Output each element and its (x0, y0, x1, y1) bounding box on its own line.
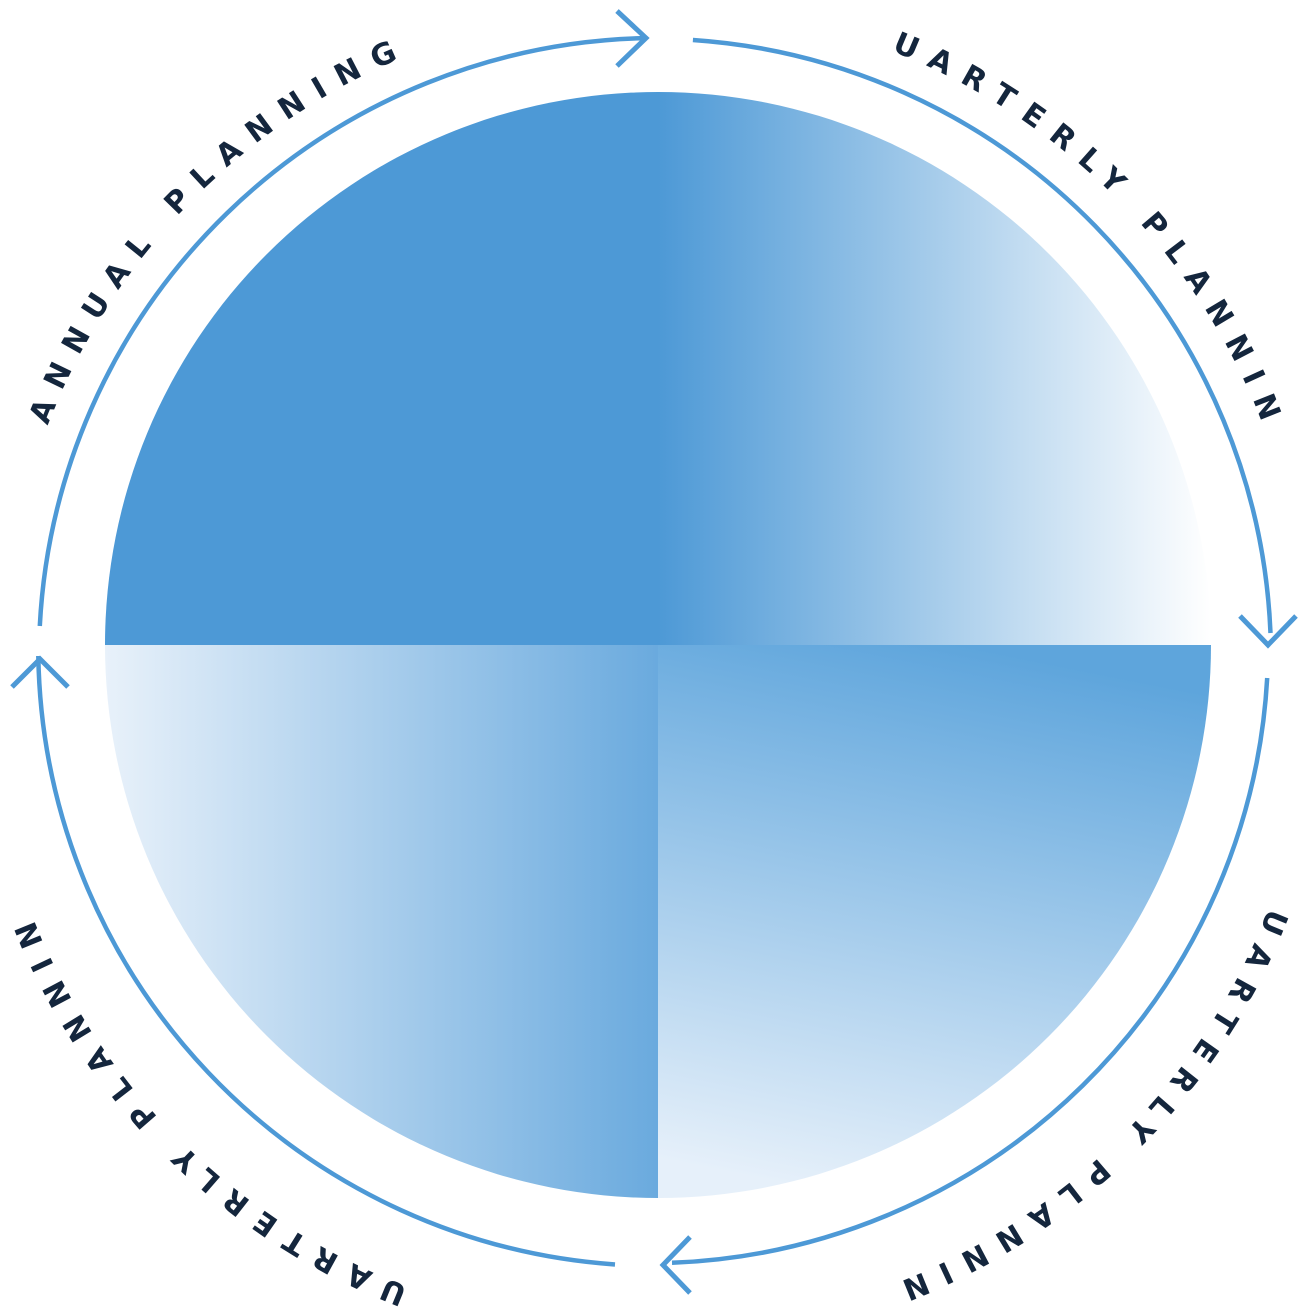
arrow-left-icon (659, 1235, 692, 1295)
quadrant-top-right (658, 92, 1211, 645)
cycle-arc-top-left (37, 35, 646, 627)
arrow-down-icon (1238, 614, 1298, 649)
arrow-right-icon (615, 9, 650, 68)
cycle-arc-bottom-right (671, 677, 1270, 1266)
cycle-arc-bottom-left (36, 655, 616, 1267)
quadrant-bottom-right (658, 645, 1211, 1198)
cycle-arc-top-right (692, 37, 1273, 634)
arrow-up-icon (10, 655, 70, 689)
quadrant-bottom-left (105, 645, 658, 1198)
quadrant-top-left (105, 92, 658, 645)
